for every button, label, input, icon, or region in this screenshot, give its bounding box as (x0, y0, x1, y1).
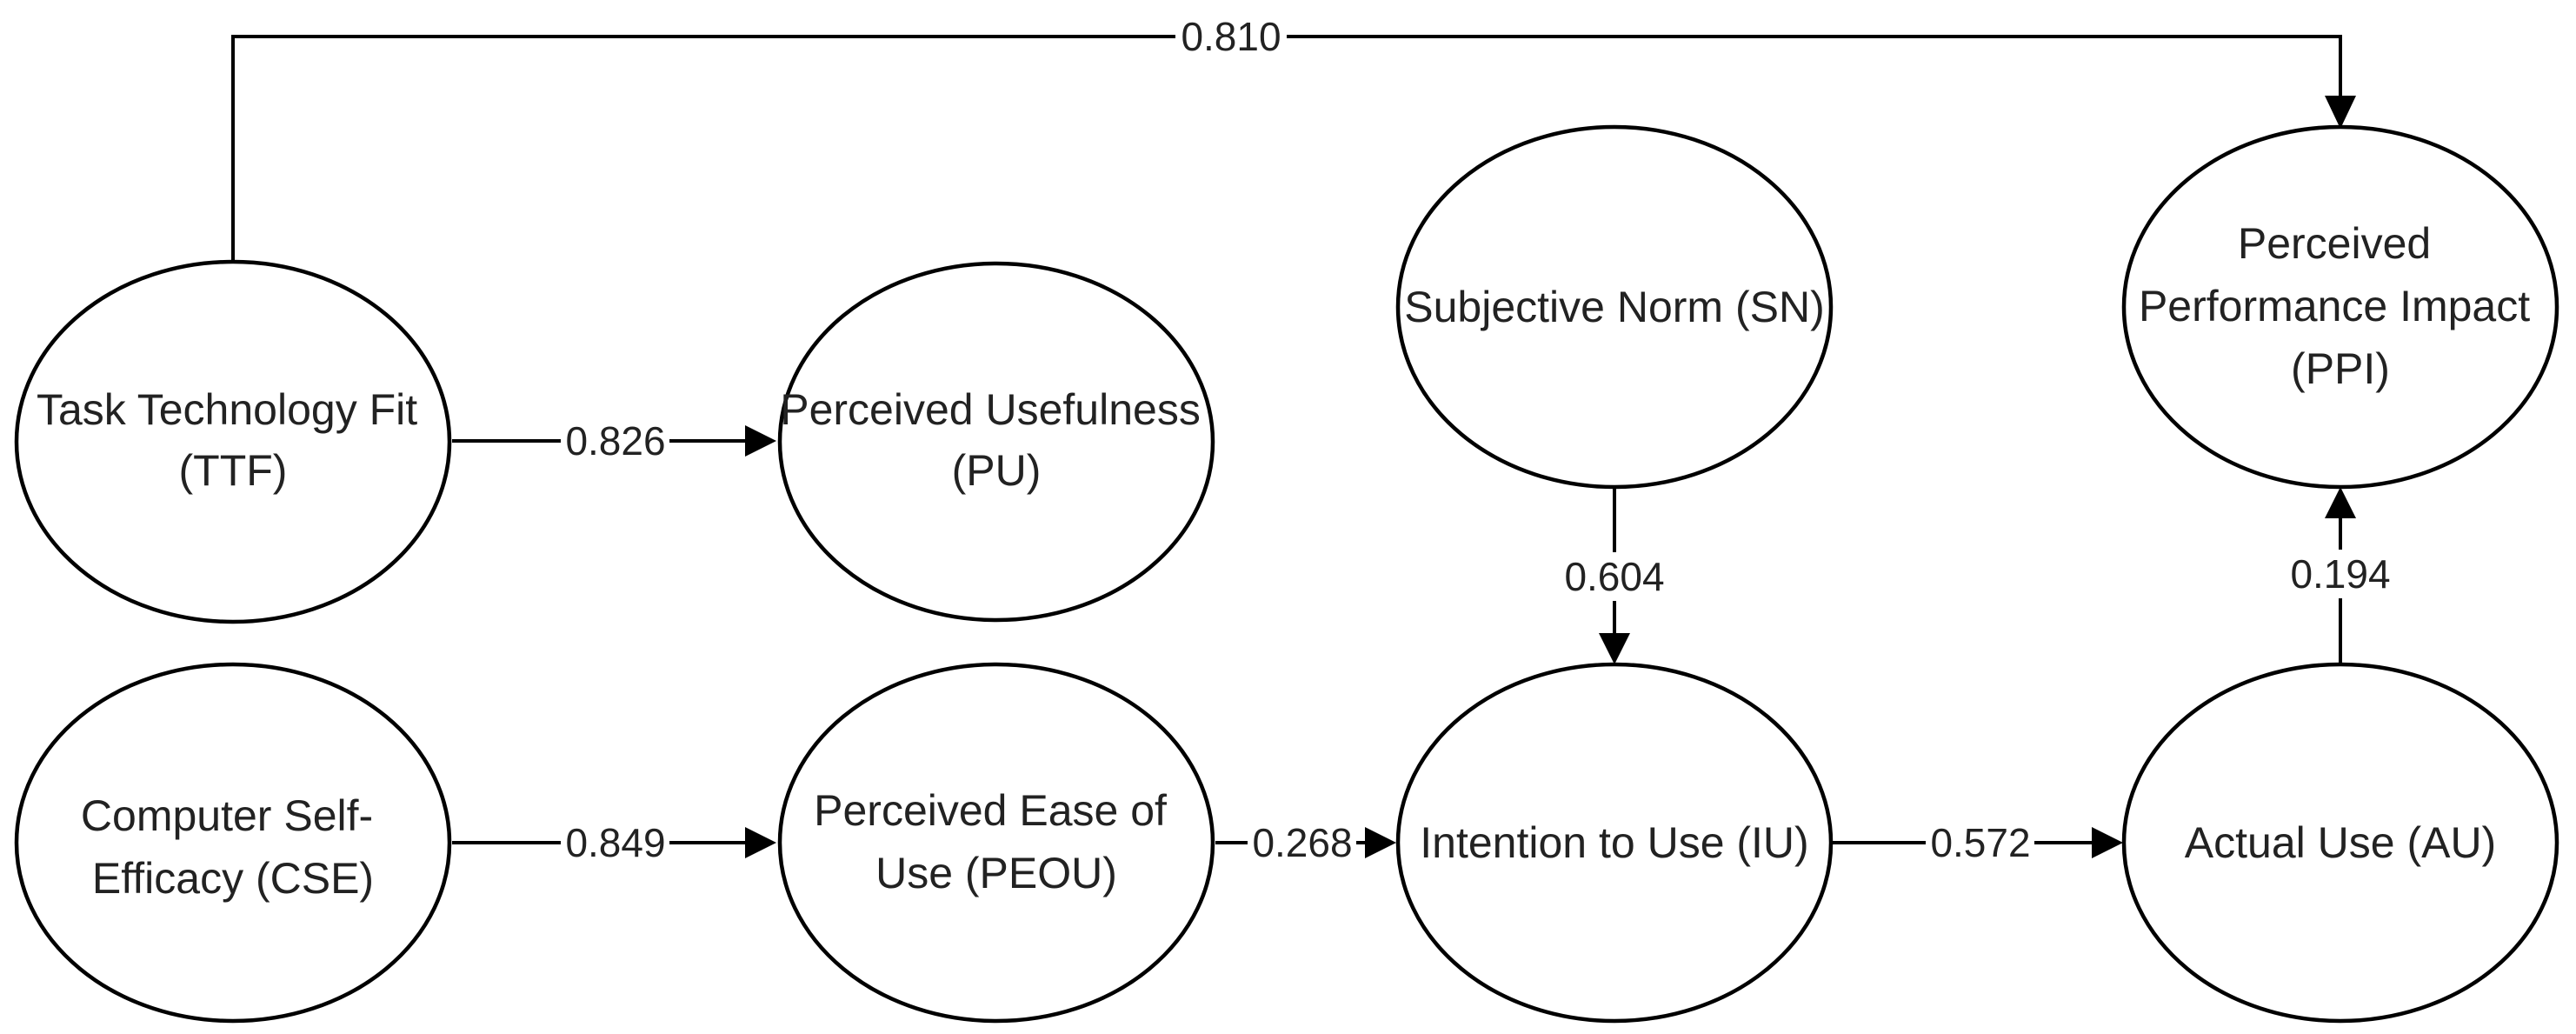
arrowhead (1365, 827, 1396, 858)
edge-label-cse-peou: 0.849 (565, 820, 665, 865)
edge-label-peou-iu: 0.268 (1252, 820, 1352, 865)
node-sn: Subjective Norm (SN) (1395, 124, 1834, 490)
edge-cse-to-peou: 0.849 (452, 819, 776, 866)
arrowhead (1599, 633, 1630, 664)
edge-label-ttf-ppi: 0.810 (1181, 14, 1281, 59)
node-label: Perceived Performance Impact (PPI) (2139, 219, 2542, 393)
arrowhead (745, 425, 776, 457)
node-label: Task Technology Fit (TTF) (37, 385, 429, 495)
arrowhead (2092, 827, 2123, 858)
edge-peou-to-iu: 0.268 (1215, 819, 1396, 866)
node-iu: Intention to Use (IU) (1395, 662, 1834, 1024)
edge-au-to-ppi: 0.194 (2286, 487, 2394, 663)
node-label: Computer Self- Efficacy (CSE) (81, 791, 385, 903)
edge-label-ttf-pu: 0.826 (565, 418, 665, 464)
arrowhead (2325, 487, 2356, 518)
node-label: Perceived Ease of Use (PEOU) (814, 786, 1179, 897)
node-peou: Perceived Ease of Use (PEOU) (777, 662, 1215, 1024)
arrowhead (2325, 96, 2356, 129)
edge-label-sn-iu: 0.604 (1564, 554, 1664, 599)
node-pu: Perceived Usefulness (PU) (777, 261, 1215, 623)
node-ttf: Task Technology Fit (TTF) (14, 259, 452, 624)
node-ppi: Perceived Performance Impact (PPI) (2121, 124, 2559, 490)
edge-label-iu-au: 0.572 (1930, 820, 2030, 865)
node-label: Perceived Usefulness (PU) (780, 385, 1212, 495)
arrowhead (745, 827, 776, 858)
edge-label-au-ppi: 0.194 (2290, 551, 2390, 597)
node-au: Actual Use (AU) (2121, 662, 2559, 1024)
edge-sn-to-iu: 0.604 (1558, 489, 1671, 664)
edge-ttf-to-pu: 0.826 (452, 417, 776, 464)
node-cse: Computer Self- Efficacy (CSE) (14, 662, 452, 1024)
edge-ttf-to-ppi: 0.810 (231, 12, 2356, 261)
node-label: Intention to Use (IU) (1420, 818, 1808, 867)
node-label: Actual Use (AU) (2185, 818, 2496, 867)
node-label: Subjective Norm (SN) (1404, 283, 1824, 331)
edge-iu-to-au: 0.572 (1833, 819, 2123, 866)
